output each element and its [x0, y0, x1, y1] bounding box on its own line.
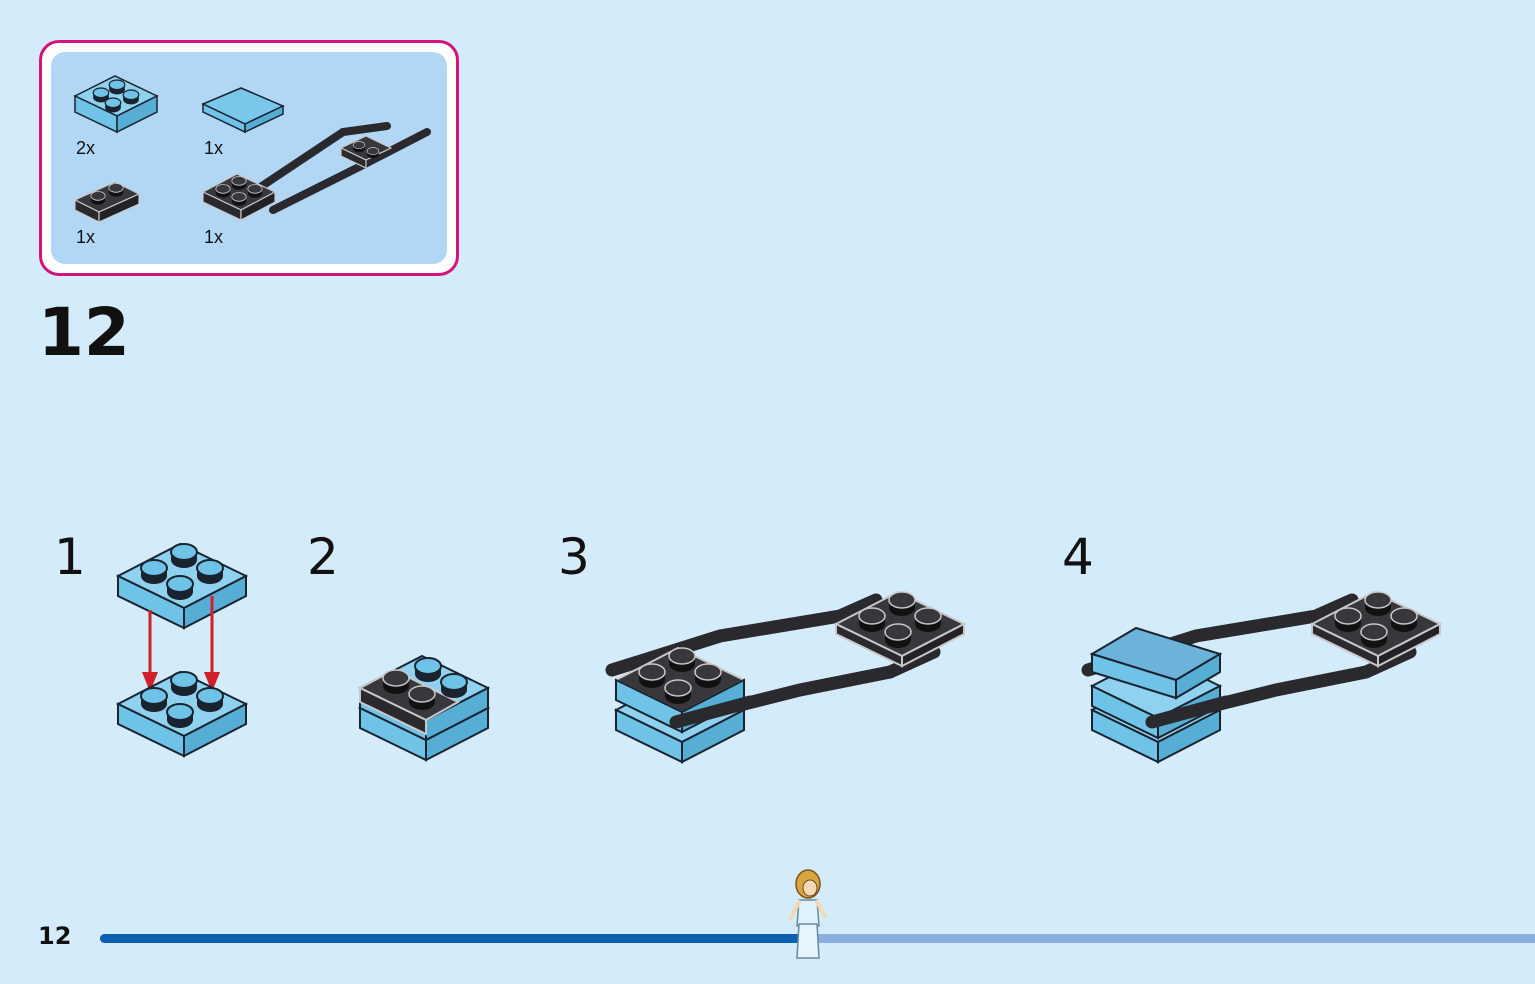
page-number: 12 [38, 922, 72, 950]
substep-1-illustration [117, 543, 247, 757]
step-number: 12 [38, 294, 130, 371]
progress-bar-fill [100, 934, 818, 943]
substep-4-illustration [1081, 590, 1443, 763]
substep-3-number: 3 [558, 528, 590, 586]
substep-1-number: 1 [54, 528, 86, 586]
parts-callout: 2x 1x 1x [39, 40, 459, 276]
princess-figure-icon [789, 869, 827, 959]
part-black-plate-handles-icon [201, 122, 431, 221]
part-azure-tile-icon [201, 87, 285, 134]
qty-black-plate-handles: 1x [204, 227, 224, 247]
qty-azure-tile: 1x [204, 138, 224, 158]
substep-4-number: 4 [1062, 528, 1094, 586]
part-black-1x2-plate-icon [73, 181, 141, 223]
assembly-arrows [142, 596, 220, 692]
substep-2-number: 2 [307, 528, 339, 586]
part-azure-plate-icon [73, 75, 159, 134]
substep-3-illustration [605, 590, 967, 763]
parts-panel: 2x 1x 1x [51, 52, 447, 264]
substep-2-illustration [357, 654, 491, 761]
qty-black-1x2-plate: 1x [76, 227, 96, 247]
qty-azure-plate: 2x [76, 138, 96, 158]
